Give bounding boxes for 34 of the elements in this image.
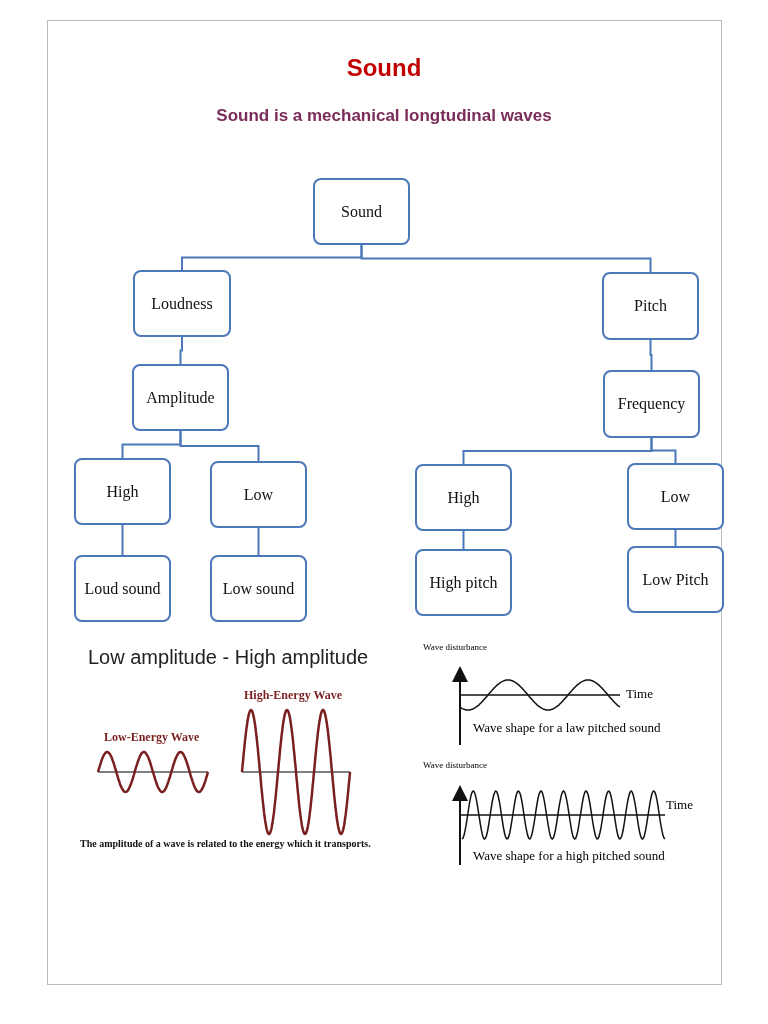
concept-box: Amplitude <box>132 364 229 431</box>
concept-box: Sound <box>313 178 410 245</box>
connector-line <box>179 336 183 365</box>
concept-box: Frequency <box>603 370 700 438</box>
caption-text: The amplitude of a wave is related to the energy which it transports. <box>80 838 371 849</box>
connector-line <box>121 524 124 556</box>
concept-box: Low <box>210 461 307 528</box>
concept-box: Loudness <box>133 270 231 337</box>
connector-line <box>462 530 465 550</box>
wave-label: High-Energy Wave <box>244 688 343 703</box>
concept-box: High <box>415 464 512 531</box>
connector-line <box>649 339 653 371</box>
axis-label: Time <box>666 797 693 813</box>
caption-text: Wave shape for a law pitched sound <box>473 720 661 736</box>
concept-box: Low Pitch <box>627 546 724 613</box>
connector-line <box>360 244 652 273</box>
concept-box: Loud sound <box>74 555 171 622</box>
caption-text: Wave shape for a high pitched sound <box>473 848 665 864</box>
concept-box: Low <box>627 463 724 530</box>
title: Sound <box>345 54 423 82</box>
connector-line <box>650 437 677 464</box>
concept-box: High <box>74 458 171 525</box>
wave-label: Low-Energy Wave <box>104 730 200 745</box>
subtitle: Sound is a mechanical longtudinal waves <box>215 106 553 126</box>
connector-line <box>179 430 260 462</box>
concept-box: High pitch <box>415 549 512 616</box>
connector-line <box>674 529 677 547</box>
axis-label: Wave disturbance <box>422 760 488 770</box>
concept-box: Pitch <box>602 272 699 340</box>
heading-text: Low amplitude - High amplitude <box>88 646 369 669</box>
connector-line <box>257 527 260 556</box>
concept-box: Low sound <box>210 555 307 622</box>
axis-label: Time <box>626 686 653 702</box>
axis-label: Wave disturbance <box>422 642 488 652</box>
